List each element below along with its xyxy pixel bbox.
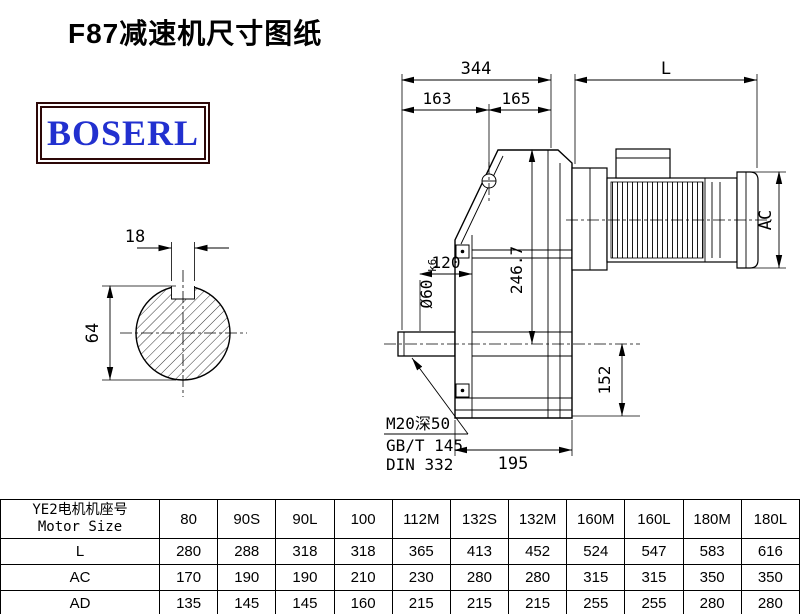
dim-cell: 280 [682, 590, 742, 614]
dim-right-seg: 165 [502, 89, 531, 108]
dim-cell: 190 [275, 564, 335, 591]
dim-center-height: 246.7 [507, 246, 526, 294]
gearbox-housing [454, 149, 573, 419]
dim-cell: 318 [275, 538, 335, 565]
gearbox-side-view [384, 149, 640, 419]
terminal-box [615, 148, 671, 179]
dim-motor-length: L [661, 59, 671, 79]
page-title: F87减速机尺寸图纸 [68, 18, 323, 49]
dim-left-seg: 163 [423, 89, 452, 108]
motor-size-header-cn: YE2电机机座号 [32, 501, 128, 518]
dim-cell: 413 [449, 538, 510, 565]
dim-cell: 350 [740, 564, 800, 591]
size-col-header: 180M [682, 499, 742, 539]
dim-motor-dia: AC [756, 210, 776, 230]
row-label: AC [0, 564, 160, 591]
size-col-header: 112M [391, 499, 451, 539]
dim-cell: 583 [682, 538, 742, 565]
dim-section-dia: 64 [83, 323, 103, 343]
dim-base-width: 195 [498, 454, 529, 474]
notes: M20深50 GB/T 145 DIN 332 [384, 357, 469, 474]
note-thread: M20深50 [386, 414, 450, 433]
dim-cell: 255 [624, 590, 684, 614]
dim-cell: 230 [391, 564, 451, 591]
size-col-header: 180L [740, 499, 800, 539]
boserl-logo: BOSERL [36, 102, 210, 164]
motor-size-header: YE2电机机座号 Motor Size [0, 499, 160, 539]
dim-cell: 350 [682, 564, 742, 591]
motor-view [566, 148, 772, 271]
dim-cell: 315 [624, 564, 684, 591]
dim-cell: 616 [740, 538, 800, 565]
dim-cell: 524 [566, 538, 626, 565]
dim-shaft-dia-tolerance: k6 [426, 259, 439, 272]
dim-cell: 280 [449, 564, 510, 591]
dim-bottom-height: 152 [595, 366, 614, 395]
dim-cell: 280 [158, 538, 219, 565]
size-col-header: 132M [508, 499, 568, 539]
table-header-row: YE2电机机座号 Motor Size 80 90S 90L 100 112M … [0, 499, 800, 539]
dim-cell: 280 [740, 590, 800, 614]
dim-cell: 452 [508, 538, 568, 565]
table-row-AD: AD 135 145 145 160 215 215 215 255 255 2… [0, 590, 800, 614]
table-row-L: L 280 288 318 318 365 413 452 524 547 58… [0, 538, 800, 565]
dimensions: 344 L 163 165 120 Ø60 k6 246.7 15 [401, 59, 786, 474]
dim-cell: 215 [391, 590, 451, 614]
dim-shaft-dia: Ø60 [417, 280, 436, 309]
dim-cell: 215 [508, 590, 568, 614]
dim-cell: 365 [391, 538, 451, 565]
table-row-AC: AC 170 190 190 210 230 280 280 315 315 3… [0, 564, 800, 591]
size-col-header: 90L [275, 499, 335, 539]
shaft-section-view: 18 64 [83, 227, 247, 397]
dim-cell: 547 [624, 538, 684, 565]
dim-cell: 288 [217, 538, 277, 565]
row-label: AD [0, 590, 160, 614]
size-col-header: 160M [566, 499, 626, 539]
dim-cell: 190 [217, 564, 277, 591]
size-col-header: 132S [449, 499, 510, 539]
dim-cell: 135 [158, 590, 219, 614]
row-label: L [0, 538, 160, 565]
dim-cell: 318 [333, 538, 393, 565]
logo-text: BOSERL [46, 113, 200, 153]
dim-cell: 280 [508, 564, 568, 591]
motor-size-header-en: Motor Size [37, 519, 123, 535]
note-standard-gb: GB/T 145 [386, 436, 463, 455]
dim-key-width: 18 [125, 227, 145, 247]
dim-cell: 210 [333, 564, 393, 591]
size-col-header: 100 [333, 499, 393, 539]
dim-cell: 170 [158, 564, 219, 591]
dim-cell: 145 [275, 590, 335, 614]
note-standard-din: DIN 332 [386, 455, 453, 474]
technical-drawing: 18 64 [83, 59, 786, 474]
motor-adapter [571, 167, 608, 271]
dim-cell: 160 [333, 590, 393, 614]
dim-cell: 255 [566, 590, 626, 614]
size-col-header: 80 [158, 499, 219, 539]
size-col-header: 160L [624, 499, 684, 539]
dim-cell: 145 [217, 590, 277, 614]
dim-cell: 215 [449, 590, 510, 614]
dim-total-width: 344 [461, 59, 492, 79]
dim-shaft-length: 120 [432, 253, 461, 272]
size-col-header: 90S [217, 499, 277, 539]
motor-size-table: YE2电机机座号 Motor Size 80 90S 90L 100 112M … [0, 499, 800, 614]
dim-cell: 315 [566, 564, 626, 591]
